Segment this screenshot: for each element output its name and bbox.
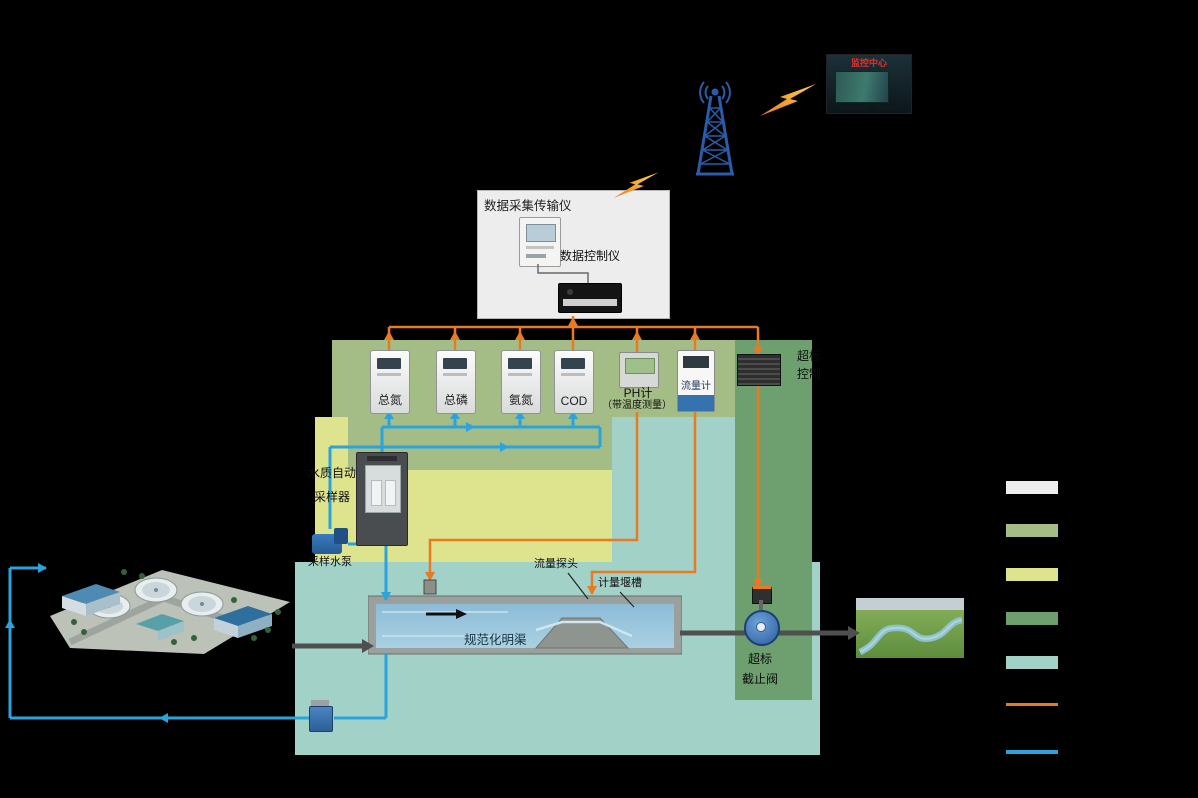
control-room-desk	[875, 104, 897, 110]
sampler-label-line2: 采样器	[314, 490, 351, 504]
sampler-bottle	[385, 480, 396, 506]
return-pump-cap	[311, 700, 329, 706]
weir-overflow-water	[535, 620, 633, 638]
sampling-pump-device	[312, 528, 348, 554]
legend-swatch-gray	[1006, 481, 1058, 494]
data-controller-device	[558, 283, 622, 313]
legend-swatch-teal	[1006, 656, 1058, 669]
over-limit-controller-label-line1: 超标	[797, 349, 822, 363]
lightning-bolt-top-icon	[760, 84, 816, 116]
controller-knob	[567, 289, 573, 295]
legend-line-orange	[1006, 703, 1058, 706]
tower-wave-left-inner	[704, 85, 709, 100]
monitoring-center-label: 监控中心	[850, 58, 887, 68]
flow-meter-device: 流量计	[677, 350, 715, 412]
open-channel: 规范化明渠	[368, 595, 682, 655]
monitoring-center-photo: 监控中心	[826, 54, 912, 114]
legend-swatch-yellow-green	[1006, 568, 1058, 581]
channel-label: 规范化明渠	[464, 632, 527, 647]
radio-tower-icon	[696, 81, 734, 176]
ph-meter-screen	[625, 358, 655, 374]
control-room-desk	[841, 104, 867, 110]
over-limit-controller-label-line2: 控制	[797, 367, 822, 381]
analyzer-slot	[377, 373, 401, 376]
sampler-vent	[367, 456, 397, 461]
auto-sampler-device	[356, 452, 408, 546]
weir-label: 计量堰槽	[598, 577, 642, 589]
treatment-plant-photo	[50, 569, 290, 654]
analyzer-screen	[443, 358, 467, 369]
sampler-window	[365, 465, 401, 513]
plant-buildings	[62, 584, 272, 641]
analyzer-screen	[377, 358, 401, 369]
lightning-bolt-mid-icon	[613, 172, 659, 198]
analyzer-slot	[443, 373, 467, 376]
tower-wave-right-inner	[721, 85, 726, 100]
return-pump-body	[309, 706, 333, 732]
valve-stem	[759, 600, 763, 610]
valve-disc-hub	[756, 622, 766, 632]
dark-green-zone-panel	[735, 340, 812, 700]
analyzer-label: 氨氮	[508, 393, 533, 407]
tower-legs	[696, 95, 734, 176]
flow-meter-screen	[683, 356, 709, 368]
shutoff-valve-assembly	[736, 586, 784, 646]
ph-meter-note: （带温度测量）	[602, 400, 672, 411]
legend-line-blue	[1006, 750, 1058, 754]
river-sky	[856, 598, 964, 612]
pump-motor	[334, 528, 348, 544]
tower-wave-left-outer	[699, 81, 705, 104]
analyzer-ammonia-nitrogen: 氨氮	[501, 350, 541, 414]
analyzer-total-nitrogen: 总氮	[370, 350, 410, 414]
flow-probe-label: 流量探头	[534, 558, 578, 570]
shutoff-valve-label-line1: 超标	[747, 652, 772, 666]
plant-trees	[71, 569, 281, 645]
flow-meter-body-band	[678, 395, 714, 411]
daq-box: 数据采集传输仪 数据控制仪	[477, 190, 670, 319]
control-room-screen	[835, 71, 889, 103]
analyzer-label: COD	[560, 394, 588, 408]
sampling-pump-label: 采样水泵	[308, 556, 352, 568]
controller-face-stripe	[563, 299, 617, 306]
tower-wave-right-outer	[725, 81, 731, 104]
return-pump-device	[309, 700, 333, 732]
teal-column-panel	[612, 417, 735, 562]
tower-antenna-tip	[711, 88, 719, 96]
flow-meter-label: 流量计	[681, 381, 711, 392]
river-highlight	[859, 619, 963, 653]
legend-swatch-sage-green	[1006, 524, 1058, 537]
analyzer-slot	[508, 373, 532, 376]
river-photo	[856, 598, 964, 658]
sampler-label-line1: 水质自动	[308, 466, 357, 480]
data-transmitter-device	[519, 217, 561, 267]
analyzer-screen	[561, 358, 585, 369]
sampler-bottle	[371, 480, 382, 506]
flow-direction-arrowhead	[456, 609, 467, 619]
ph-meter-device	[619, 352, 659, 388]
over-limit-controller-device	[737, 354, 781, 386]
transmitter-slot	[526, 246, 554, 249]
analyzer-total-phosphorus: 总磷	[436, 350, 476, 414]
transmitter-buttons	[526, 254, 546, 258]
analyzer-label: 总氮	[377, 393, 402, 407]
analyzer-screen	[508, 358, 532, 369]
analyzer-label: 总磷	[443, 393, 468, 407]
over-limit-controller-label: 超标 控制	[797, 347, 829, 383]
daq-title: 数据采集传输仪	[484, 199, 572, 213]
legend-swatch-dark-green	[1006, 612, 1058, 625]
analyzer-cod: COD	[554, 350, 594, 414]
shutoff-valve-label-line2: 截止阀	[741, 672, 778, 686]
ph-meter-label: PH计	[623, 386, 653, 400]
transmitter-screen	[526, 224, 556, 242]
analyzer-slot	[561, 373, 585, 376]
data-controller-label: 数据控制仪	[560, 249, 621, 263]
tower-lattice	[700, 107, 730, 165]
